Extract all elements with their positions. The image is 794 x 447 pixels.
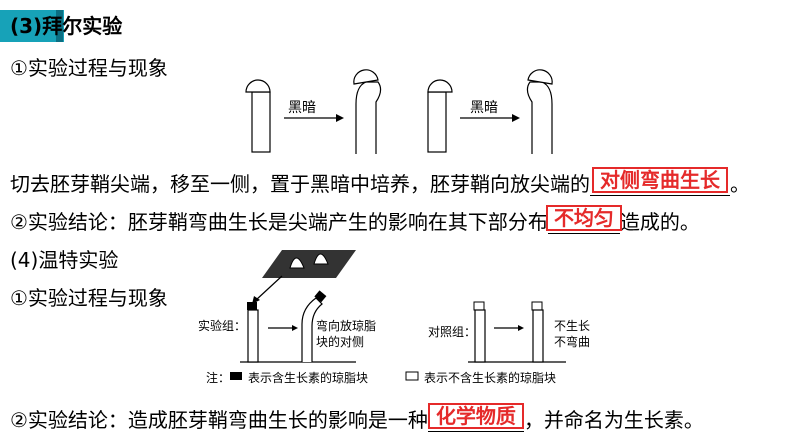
- bayer-diagram: 黑暗 黑暗: [245, 69, 553, 154]
- auxin-block-2: [314, 290, 327, 303]
- bayer-conclusion-suffix: 造成的。: [619, 210, 700, 234]
- control-arrow-head: [518, 325, 524, 331]
- bayer-process-label: ①实验过程与现象: [10, 56, 168, 80]
- bayer-observation: 切去胚芽鞘尖端，移至一侧，置于黑暗中培养，胚芽鞘向放尖端的对侧弯曲生长。: [10, 167, 750, 196]
- answer-2: 不均匀: [545, 205, 622, 231]
- heading-bar: [0, 10, 64, 42]
- went-conclusion-suffix: ，并命名为生长素。: [523, 408, 704, 432]
- note-prefix: 注：: [206, 370, 230, 385]
- tip-1: [289, 257, 305, 269]
- answer-3: 化学物质: [427, 403, 524, 429]
- seedling-2-stem: [355, 81, 382, 154]
- went-process-label: ①实验过程与现象: [10, 286, 168, 310]
- control-stem-1: [474, 309, 486, 363]
- auxin-block-1: [247, 302, 257, 310]
- blank-1: 对侧弯曲生长: [590, 167, 730, 196]
- experiment-group-label: 实验组：: [198, 318, 246, 333]
- seedling-3-tip: [427, 79, 453, 93]
- control-group-label: 对照组：: [428, 325, 476, 339]
- control-result-1: 不生长: [554, 319, 590, 333]
- plain-block-1: [473, 301, 485, 311]
- experiment-result-2: 块的对侧: [316, 334, 364, 349]
- arrow-1-head: [336, 114, 344, 122]
- seedling-2-tip: [353, 69, 379, 85]
- blank-3: 化学物质: [427, 403, 524, 432]
- seedling-3-stem: [427, 91, 447, 153]
- experiment-stem-1: [247, 309, 259, 363]
- seedling-1-tip: [245, 79, 271, 93]
- bayer-conclusion-text: ②实验结论：胚芽鞘弯曲生长是尖端产生的影响在其下部分布: [10, 210, 548, 234]
- answer-1: 对侧弯曲生长: [592, 167, 728, 193]
- arrow-label-2: 黑暗: [470, 100, 498, 116]
- plain-block-2: [531, 301, 543, 311]
- arrow-2-head: [512, 114, 520, 122]
- experiment-result-1: 弯向放琼脂: [316, 318, 376, 333]
- note-without-auxin: 表示不含生长素的琼脂块: [424, 370, 556, 385]
- blank-2: 不均匀: [545, 205, 622, 234]
- went-heading: (4)温特实验: [10, 248, 119, 272]
- seedling-1-stem: [251, 91, 271, 153]
- bayer-observation-text: 切去胚芽鞘尖端，移至一侧，置于黑暗中培养，胚芽鞘向放尖端的: [10, 172, 590, 196]
- went-diagram: 实验组： 弯向放琼脂 块的对侧 对照组： 不生长 不弯曲 注： 表示含生长素的琼…: [198, 250, 590, 385]
- legend-white-block: [405, 371, 419, 381]
- tip-2: [313, 253, 329, 265]
- arrow-label-1: 黑暗: [288, 100, 316, 116]
- control-stem-2: [532, 309, 544, 363]
- experiment-stem-2: [301, 297, 323, 362]
- bayer-heading: (3)拜尔实验: [10, 14, 123, 38]
- control-result-2: 不弯曲: [554, 334, 590, 349]
- heading-strip: [56, 10, 63, 42]
- pointer-line: [255, 275, 283, 301]
- seedling-4-stem: [526, 81, 553, 154]
- note-with-auxin: 表示含生长素的琼脂块: [248, 370, 368, 385]
- legend-black-block: [230, 372, 242, 380]
- bayer-conclusion: ②实验结论：胚芽鞘弯曲生长是尖端产生的影响在其下部分布不均匀造成的。: [10, 205, 700, 234]
- went-conclusion-text: ②实验结论：造成胚芽鞘弯曲生长的影响是一种: [10, 408, 428, 432]
- experiment-arrow-head: [292, 325, 298, 331]
- went-conclusion: ②实验结论：造成胚芽鞘弯曲生长的影响是一种化学物质，并命名为生长素。: [10, 403, 704, 432]
- agar-plate: [262, 250, 356, 278]
- seedling-4-tip: [527, 69, 553, 85]
